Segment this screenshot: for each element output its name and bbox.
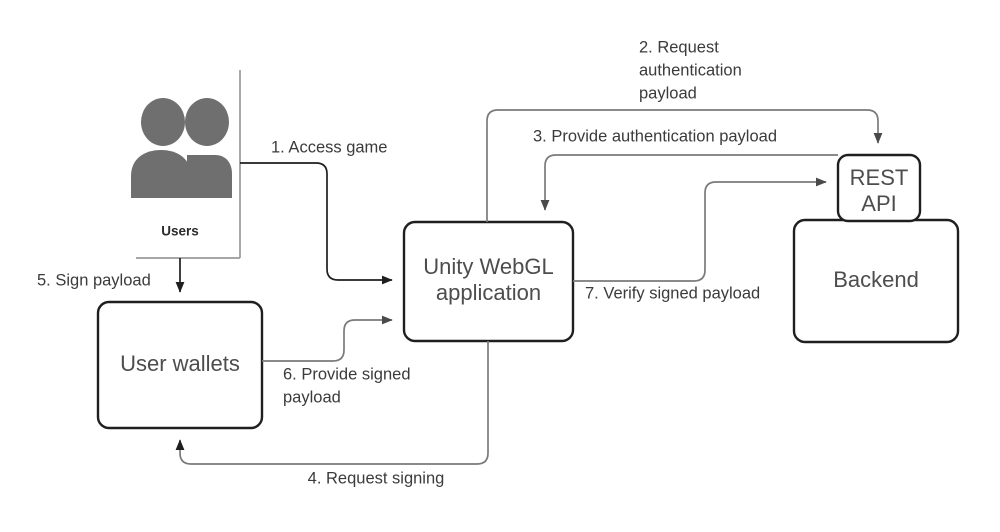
edge-request-authentication-payload-label-line2: authentication xyxy=(639,61,742,79)
edge-provide-signed-payload: 6. Provide signed payload xyxy=(262,315,411,406)
node-backend[interactable]: Backend xyxy=(792,218,960,344)
edge-provide-authentication-payload: 3. Provide authentication payload xyxy=(533,127,838,211)
edge-verify-signed-payload: 7. Verify signed payload xyxy=(573,177,827,302)
edge-provide-authentication-payload-label: 3. Provide authentication payload xyxy=(533,127,777,145)
users-actor-caption: Users xyxy=(161,224,199,239)
edge-sign-payload: 5. Sign payload xyxy=(37,258,185,293)
node-user-wallets[interactable]: User wallets xyxy=(96,300,264,430)
node-user-wallets-label: User wallets xyxy=(120,351,240,376)
node-unity-webgl-application-label-line1: Unity WebGL xyxy=(423,254,553,279)
node-unity-webgl-application[interactable]: Unity WebGL application xyxy=(402,220,575,343)
node-rest-api-label-line1: REST xyxy=(850,165,909,190)
edge-provide-authentication-payload-path xyxy=(540,154,838,211)
edge-provide-signed-payload-path xyxy=(262,315,393,362)
node-unity-webgl-application-label-line2: application xyxy=(436,280,541,305)
edge-verify-signed-payload-label: 7. Verify signed payload xyxy=(585,284,760,302)
edge-verify-signed-payload-path xyxy=(573,177,827,282)
edge-access-game-label: 1. Access game xyxy=(271,138,387,156)
edge-request-signing-path xyxy=(175,341,489,465)
edge-request-authentication-payload: 2. Request authentication payload xyxy=(486,38,883,222)
edge-access-game-path xyxy=(240,162,393,285)
edge-provide-signed-payload-label-line2: payload xyxy=(283,388,341,406)
edge-request-authentication-payload-label-line3: payload xyxy=(639,84,697,102)
node-rest-api[interactable]: REST API xyxy=(836,153,922,223)
users-icon xyxy=(131,98,232,198)
edge-sign-payload-label: 5. Sign payload xyxy=(37,271,151,289)
edge-provide-signed-payload-label-line1: 6. Provide signed xyxy=(283,365,411,383)
edge-request-authentication-payload-label-line1: 2. Request xyxy=(639,38,719,56)
edge-request-signing: 4. Request signing xyxy=(175,341,489,487)
node-rest-api-rect[interactable] xyxy=(836,153,922,223)
edge-request-authentication-payload-path xyxy=(486,109,883,222)
users-actor: Users xyxy=(131,70,241,259)
node-rest-api-label-line2: API xyxy=(861,191,896,216)
node-backend-label: Backend xyxy=(833,267,919,292)
edge-request-signing-label: 4. Request signing xyxy=(308,469,445,487)
edge-access-game: 1. Access game xyxy=(240,138,393,285)
node-user-wallets-rect[interactable] xyxy=(96,300,264,430)
